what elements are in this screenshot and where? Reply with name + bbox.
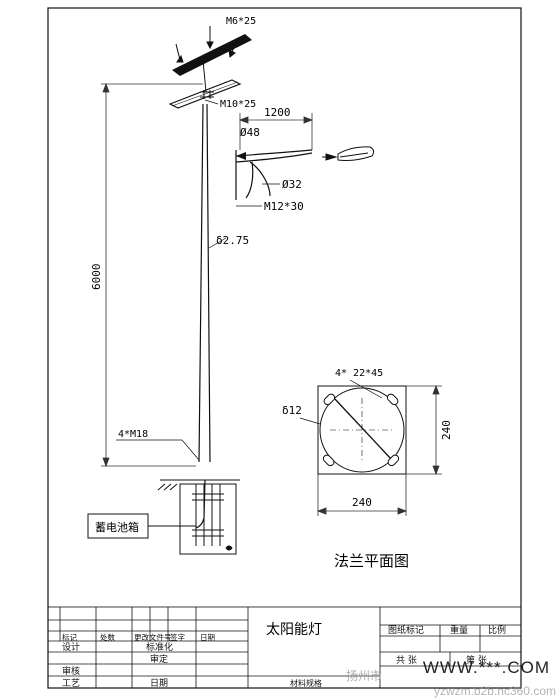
flange-plate xyxy=(317,385,407,475)
flange-width-dimension xyxy=(316,474,408,516)
battery-box xyxy=(87,513,196,539)
panel-bracket xyxy=(200,59,214,99)
arm-length-dimension xyxy=(238,113,314,150)
title-block-grid xyxy=(47,606,522,689)
flange-height-label: 240 xyxy=(440,420,453,440)
sunlight-arrows xyxy=(175,26,239,63)
sheet-no-label: 第 张 xyxy=(466,654,487,666)
bracket-bolt-label: M10*25 xyxy=(220,99,256,110)
flange-holes-label: 4* 22*45 xyxy=(335,368,383,379)
rev-mark-1: 标记 xyxy=(62,632,77,642)
anchor-bolts-label: 4*M18 xyxy=(118,429,148,440)
standardization-label: 标准化 xyxy=(146,641,173,653)
flange-title: 法兰平面图 xyxy=(334,552,409,570)
arm-arrow-icon xyxy=(236,152,246,160)
product-name: 太阳能灯 xyxy=(266,622,322,638)
watermark-city: 扬州市 xyxy=(346,668,382,683)
ground-line xyxy=(157,479,240,491)
weight-label: 重量 xyxy=(450,624,468,636)
design-label: 设计 xyxy=(62,641,80,653)
pole-thickness-label: δ2.75 xyxy=(216,234,249,247)
rev-mark-2: 处数 xyxy=(100,632,115,642)
foundation-block xyxy=(179,479,237,555)
arm-diameter-label: Ø48 xyxy=(240,126,260,139)
pole-height-dimension xyxy=(101,82,203,468)
scale-label: 比例 xyxy=(488,624,506,636)
rev-mark-5: 日期 xyxy=(200,633,215,642)
flange-bolt-holes xyxy=(322,393,400,467)
rev-mark-3: 更改文件号 xyxy=(134,632,172,642)
lamp-arm xyxy=(235,149,313,200)
rev-mark-4: 签字 xyxy=(170,632,185,642)
flange-height-dimension xyxy=(406,384,442,476)
drawing-mark-label: 图纸标记 xyxy=(388,624,424,636)
lamp-diameter-label: Ø32 xyxy=(282,178,302,191)
flange-thickness-label: δ12 xyxy=(282,404,302,417)
approval-label: 审定 xyxy=(150,653,168,665)
lamp-bolt-label: M12*30 xyxy=(264,200,304,213)
solar-panel-upper xyxy=(172,34,252,76)
flange-width-label: 240 xyxy=(352,496,372,509)
battery-box-label: 蓄电池箱 xyxy=(95,520,139,534)
review-label: 审核 xyxy=(62,665,80,677)
arm-length-label: 1200 xyxy=(264,106,291,119)
date-label: 日期 xyxy=(150,678,168,689)
lamp-head xyxy=(322,146,375,161)
pole-height-label: 6000 xyxy=(90,264,103,291)
light-pole xyxy=(198,103,211,463)
process-label: 工艺 xyxy=(62,678,80,689)
panel-bolt-label: M6*25 xyxy=(226,16,256,27)
total-sheets-label: 共 张 xyxy=(396,655,417,666)
solar-panel-lower xyxy=(168,79,242,109)
material-spec-label: 材料规格 xyxy=(290,678,322,688)
watermark-url: WWW.***.COM xyxy=(422,658,550,677)
watermark-site: yzwzm.b2b.hc360.com xyxy=(433,684,556,698)
